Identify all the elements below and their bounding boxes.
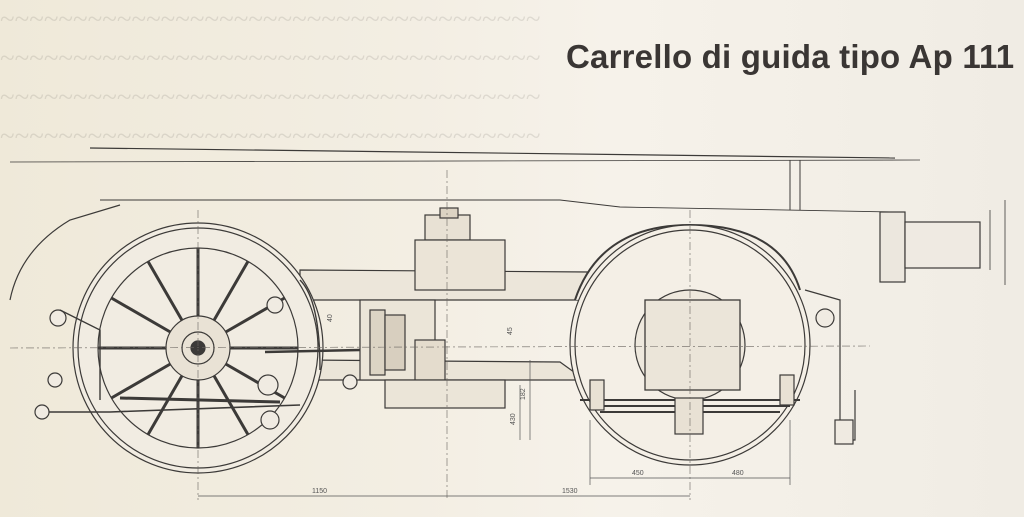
wheel-spoke	[212, 260, 250, 322]
wheel-spoke	[212, 374, 250, 436]
axle-box	[644, 299, 741, 391]
dim-182: 182	[520, 388, 527, 400]
drawing-title: Carrello di guida tipo Ap 111	[566, 38, 1015, 75]
pivot-assembly	[359, 207, 506, 409]
dim-40: 40	[327, 314, 334, 322]
wheel-spoke	[146, 374, 184, 436]
dim-430: 430	[510, 413, 517, 425]
buffer-rod	[904, 221, 981, 269]
dim-480: 480	[732, 470, 744, 477]
brake-rod	[264, 348, 361, 354]
frame-long-line	[100, 199, 896, 213]
wheel-spoke	[110, 296, 172, 334]
wheel-spoke	[110, 362, 172, 400]
dim-1530: 1530	[562, 488, 578, 495]
left-cab-outline	[9, 204, 121, 301]
buffer-housing	[879, 211, 906, 283]
top-profile-line	[9, 159, 921, 163]
leaf-spring	[580, 397, 800, 435]
dim-450: 450	[632, 470, 644, 477]
lower-rod	[40, 404, 301, 413]
dim-45: 45	[507, 327, 514, 335]
wheel-spoke	[146, 260, 184, 322]
upper-frame-line	[89, 147, 896, 159]
dim-1150: 1150	[312, 488, 327, 495]
